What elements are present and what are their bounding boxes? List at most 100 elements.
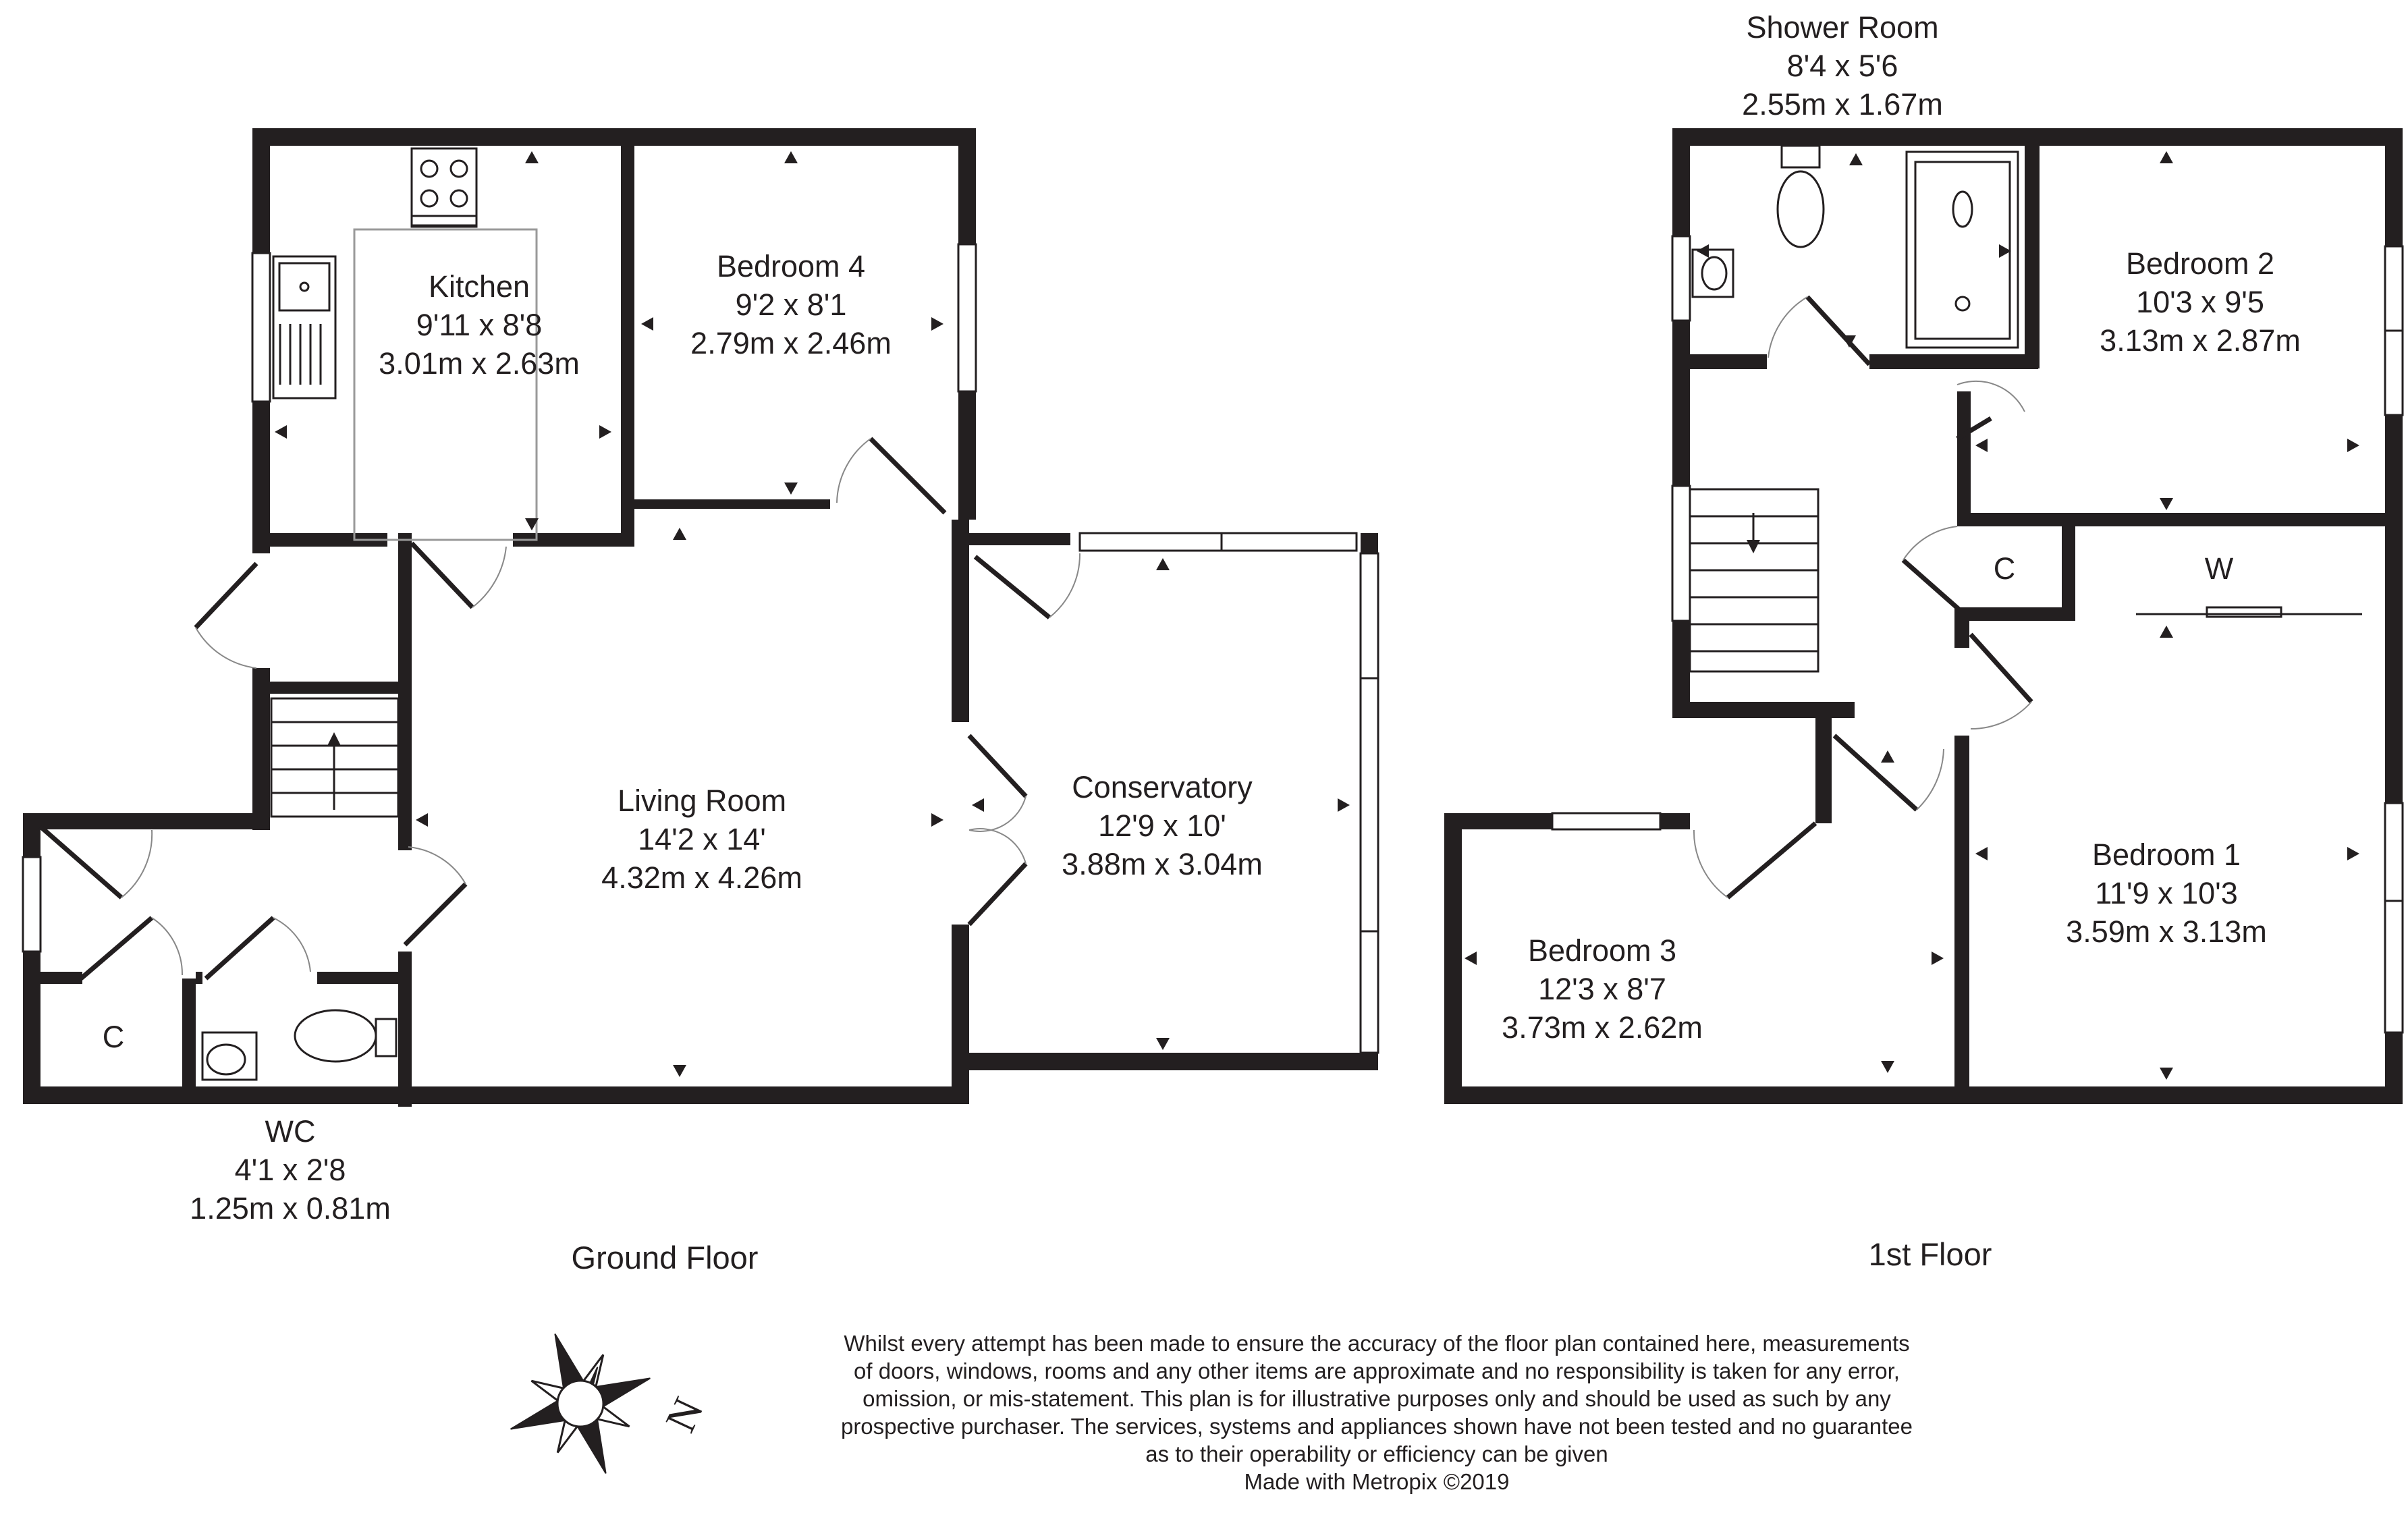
conservatory-top-window	[1078, 532, 1358, 552]
room-size-imperial: 14'2 x 14'	[638, 822, 766, 856]
arrow-up-icon	[2160, 151, 2173, 163]
conservatory-side-window	[1359, 552, 1379, 1054]
room-size-metric: 3.88m x 3.04m	[1062, 847, 1263, 881]
sink-icon	[272, 255, 337, 400]
arrow-right-icon	[1999, 244, 2011, 258]
arrow-right-icon	[599, 425, 611, 439]
bedroom4-label: Bedroom 4 9'2 x 8'1 2.79m x 2.46m	[690, 249, 892, 360]
arrow-up-icon	[1849, 153, 1863, 165]
room-size-imperial: 11'9 x 10'3	[2095, 876, 2238, 910]
arrow-down-icon	[1842, 335, 1856, 348]
bedroom2-label: Bedroom 2 10'3 x 9'5 3.13m x 2.87m	[2100, 246, 2301, 358]
bedroom4-window	[957, 243, 977, 393]
first-floor-doors	[1693, 295, 2362, 900]
shower-room-label: Shower Room 8'4 x 5'6 2.55m x 1.67m	[1742, 10, 1943, 121]
arrow-left-icon	[641, 317, 653, 331]
bedroom1-label: Bedroom 1 11'9 x 10'3 3.59m x 3.13m	[2066, 837, 2267, 949]
bedroom3-window	[1551, 812, 1662, 831]
toilet-icon	[294, 1009, 398, 1063]
room-size-imperial: 8'4 x 5'6	[1787, 49, 1898, 83]
first-floor-windows	[1551, 235, 2404, 1034]
hob-icon	[410, 147, 478, 228]
arrow-right-icon	[1338, 798, 1350, 812]
arrow-down-icon	[1156, 1038, 1170, 1050]
compass-north-label: N	[656, 1390, 713, 1439]
arrow-left-icon	[1465, 952, 1477, 965]
first-floor-measure-arrows	[1465, 151, 2359, 1080]
room-size-imperial: 12'3 x 8'7	[1538, 972, 1666, 1006]
room-size-imperial: 12'9 x 10'	[1098, 808, 1226, 843]
arrow-down-icon	[784, 483, 798, 495]
living-room-label: Living Room 14'2 x 14' 4.32m x 4.26m	[601, 783, 802, 895]
ground-floor-doors	[38, 437, 1081, 981]
first-floor-plan: Shower Room 8'4 x 5'6 2.55m x 1.67m Bedr…	[1444, 10, 2404, 1272]
first-floor-walls	[1444, 128, 2403, 1104]
credit-line: Made with Metropix ©2019	[1244, 1469, 1509, 1494]
room-size-metric: 3.01m x 2.63m	[379, 346, 580, 381]
room-size-metric: 4.32m x 4.26m	[601, 860, 802, 895]
shower-window	[1671, 235, 1691, 322]
arrow-up-icon	[1156, 558, 1170, 570]
disclaimer-line: as to their operability or efficiency ca…	[1145, 1441, 1608, 1466]
kitchen-worktop-outline	[353, 228, 538, 541]
ground-floor-title: Ground Floor	[572, 1240, 759, 1275]
arrow-up-icon	[1881, 750, 1894, 763]
room-size-imperial: 10'3 x 9'5	[2136, 285, 2264, 319]
arrow-left-icon	[972, 798, 984, 812]
basin-icon	[1691, 248, 1734, 298]
arrow-left-icon	[1697, 244, 1709, 258]
room-size-metric: 3.59m x 3.13m	[2066, 914, 2267, 949]
first-cupboard-label: C	[1994, 551, 2016, 586]
arrow-up-icon	[525, 151, 539, 163]
basin-icon	[201, 1031, 258, 1081]
ground-floor-measure-arrows	[275, 151, 1350, 1077]
bedroom3-label: Bedroom 3 12'3 x 8'7 3.73m x 2.62m	[1502, 933, 1703, 1045]
room-size-imperial: 9'11 x 8'8	[416, 308, 542, 342]
arrow-left-icon	[1975, 439, 1988, 452]
arrow-right-icon	[931, 813, 943, 827]
kitchen-window	[251, 252, 271, 403]
arrow-up-icon	[2160, 626, 2173, 638]
arrow-down-icon	[2160, 1068, 2173, 1080]
room-size-metric: 2.55m x 1.67m	[1742, 87, 1943, 121]
disclaimer-line: Whilst every attempt has been made to en…	[844, 1331, 1909, 1356]
wc-label: WC 4'1 x 2'8 1.25m x 0.81m	[190, 1114, 391, 1225]
disclaimer-line: of doors, windows, rooms and any other i…	[854, 1358, 1900, 1383]
room-name: Bedroom 3	[1528, 933, 1676, 968]
arrow-down-icon	[673, 1065, 686, 1077]
room-size-imperial: 4'1 x 2'8	[235, 1153, 346, 1187]
arrow-up-icon	[673, 528, 686, 540]
arrow-left-icon	[275, 425, 287, 439]
room-name: Living Room	[618, 783, 786, 818]
toilet-icon	[1776, 144, 1825, 248]
ground-floor-fittings	[201, 147, 538, 1081]
room-name: Bedroom 4	[717, 249, 865, 283]
arrow-right-icon	[1932, 952, 1944, 965]
room-name: Bedroom 1	[2092, 837, 2241, 872]
room-name: Bedroom 2	[2126, 246, 2274, 281]
ground-cupboard-label: C	[103, 1020, 125, 1054]
disclaimer-text: Whilst every attempt has been made to en…	[841, 1331, 1913, 1494]
compass-rose-icon: N	[510, 1333, 713, 1474]
room-size-metric: 2.79m x 2.46m	[690, 326, 892, 360]
disclaimer-line: prospective purchaser. The services, sys…	[841, 1414, 1913, 1439]
wardrobe-label: W	[2205, 551, 2234, 586]
arrow-right-icon	[931, 317, 943, 331]
room-size-metric: 1.25m x 0.81m	[190, 1191, 391, 1225]
room-size-imperial: 9'2 x 8'1	[736, 287, 847, 322]
room-name: WC	[265, 1114, 316, 1149]
room-name: Kitchen	[429, 269, 530, 304]
kitchen-label: Kitchen 9'11 x 8'8 3.01m x 2.63m	[379, 269, 580, 381]
ground-floor-plan: Kitchen 9'11 x 8'8 3.01m x 2.63m Bedroom…	[22, 128, 1379, 1275]
room-size-metric: 3.73m x 2.62m	[1502, 1010, 1703, 1045]
hall-window	[22, 856, 42, 953]
arrow-down-icon	[2160, 498, 2173, 510]
arrow-right-icon	[2347, 847, 2359, 860]
disclaimer-line: omission, or mis-statement. This plan is…	[863, 1386, 1891, 1411]
arrow-left-icon	[416, 813, 428, 827]
room-name: Conservatory	[1072, 770, 1253, 804]
bedroom1-window	[2384, 802, 2404, 1034]
arrow-down-icon	[525, 518, 539, 530]
arrow-left-icon	[1975, 847, 1988, 860]
